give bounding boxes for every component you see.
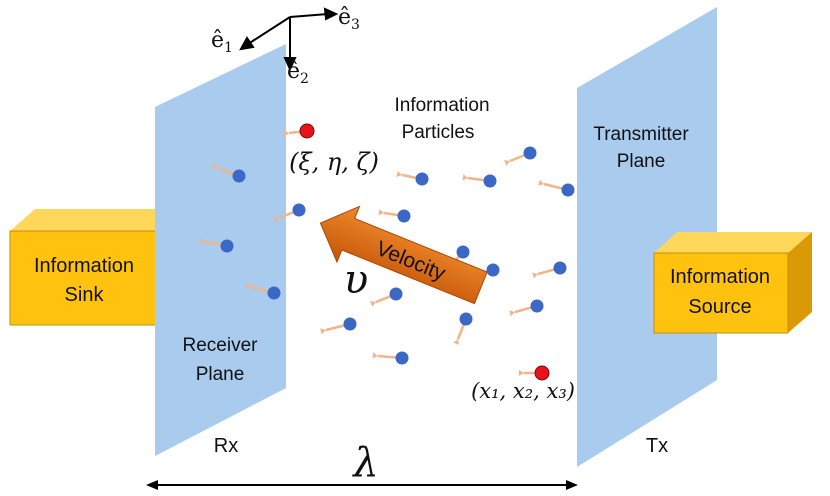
- velocity-symbol: υ: [344, 257, 368, 303]
- particle-motion-arrowhead: [273, 217, 279, 223]
- receiver-plane: [155, 44, 286, 456]
- sink-box-front: [9, 230, 159, 326]
- particle-motion-arrowhead: [211, 163, 217, 170]
- e1-label: ê1: [211, 28, 233, 56]
- particle-dot: [389, 287, 403, 301]
- transmitter-plane: [577, 7, 717, 467]
- particle-motion-arrowhead: [320, 328, 326, 335]
- particle-dot: [267, 286, 281, 300]
- e2-label: ê2: [287, 59, 309, 87]
- velocity-arrow-shape: [319, 205, 488, 305]
- particle-motion-arrowhead: [509, 310, 515, 317]
- particle: [372, 351, 409, 365]
- x-coords-label: (x₁, x₂, x₃): [471, 379, 575, 403]
- sink-box-top: [10, 209, 183, 231]
- particle: [370, 287, 403, 307]
- particle: [462, 174, 497, 188]
- e3-label: ê3: [338, 5, 360, 33]
- particle-dot: [530, 299, 544, 313]
- particle-motion-arrowhead: [538, 179, 544, 186]
- source-box-top: [654, 232, 812, 253]
- particle-motion-arrowhead: [372, 352, 378, 359]
- receiver-plane-label-line1: Receiver: [183, 335, 259, 356]
- particle-dot: [523, 146, 537, 160]
- lambda-dimension-arrow: [146, 480, 578, 490]
- particle-dot: [395, 351, 409, 365]
- tx-label: Tx: [646, 435, 668, 457]
- transmitter-plane-label-line1: Transmitter: [593, 124, 689, 145]
- particle: [273, 203, 306, 223]
- particle-motion-arrowhead: [246, 282, 252, 289]
- particle-motion-arrowhead: [453, 339, 459, 345]
- particle-dot: [415, 172, 429, 186]
- particle: [396, 170, 429, 186]
- particle-motion-arrowhead: [370, 301, 376, 307]
- information-particles-label-line2: Particles: [402, 122, 475, 143]
- information-particles-label-line1: Information: [394, 95, 489, 116]
- transmitter-plane-label-line2: Plane: [617, 151, 666, 172]
- particle-dot: [459, 312, 473, 326]
- information-sink-label-line2: Sink: [65, 284, 105, 306]
- information-source-label-line1: Information: [670, 266, 770, 288]
- information-source-label-line2: Source: [688, 296, 751, 318]
- highlighted-particle-dot: [534, 365, 550, 381]
- particle-dot: [343, 317, 357, 331]
- particle: [532, 261, 567, 279]
- particle: [453, 312, 473, 345]
- particle-dot: [292, 203, 306, 217]
- particle-dot: [483, 174, 497, 188]
- coordinate-axes: [239, 7, 339, 72]
- source-box-side: [788, 232, 812, 333]
- particle-dot: [561, 183, 575, 197]
- lambda-label: λ: [351, 440, 378, 486]
- particle: [211, 163, 246, 183]
- particle-dot: [232, 169, 246, 183]
- information-sink-label-line1: Information: [34, 255, 134, 277]
- axis-e2-arrowhead: [283, 57, 297, 72]
- particle-motion-arrowhead: [504, 160, 510, 166]
- particle: [378, 209, 411, 223]
- rx-label: Rx: [214, 435, 238, 457]
- particle-dot: [486, 263, 500, 277]
- lambda-arrowhead-left: [146, 480, 158, 490]
- particle: [199, 238, 234, 253]
- particle-motion-arrowhead: [378, 209, 384, 216]
- xi-eta-zeta-label: (ξ, η, ζ): [289, 148, 379, 176]
- lambda-arrowhead-right: [566, 480, 578, 490]
- particle: [538, 179, 575, 197]
- highlighted-particle: [283, 123, 315, 139]
- particle-dot: [220, 239, 234, 253]
- particle-motion-arrowhead: [462, 174, 468, 181]
- particle: [320, 317, 357, 335]
- particle-motion-arrowhead: [199, 238, 205, 245]
- source-box-front: [653, 252, 789, 334]
- highlighted-particle: [518, 365, 550, 381]
- axis-e1-arrowhead: [239, 36, 255, 51]
- particle-motion-arrowhead: [518, 369, 524, 377]
- particle: [246, 282, 281, 300]
- information-particles: [199, 123, 575, 381]
- particle-dot: [397, 209, 411, 223]
- axis-e3-line: [289, 13, 329, 18]
- highlighted-particle-dot: [299, 123, 315, 139]
- receiver-plane-label-line2: Plane: [196, 364, 245, 385]
- particle-dot: [553, 261, 567, 275]
- particle: [504, 146, 537, 166]
- axis-e3-arrowhead: [323, 7, 339, 21]
- information-source-box: [653, 232, 812, 334]
- particle: [509, 299, 544, 317]
- particle-motion-arrowhead: [532, 272, 538, 279]
- particle-motion-arrowhead: [283, 130, 289, 137]
- particle-motion-arrowhead: [396, 170, 402, 178]
- particle-dot: [456, 245, 470, 259]
- axis-e1-line: [247, 16, 291, 45]
